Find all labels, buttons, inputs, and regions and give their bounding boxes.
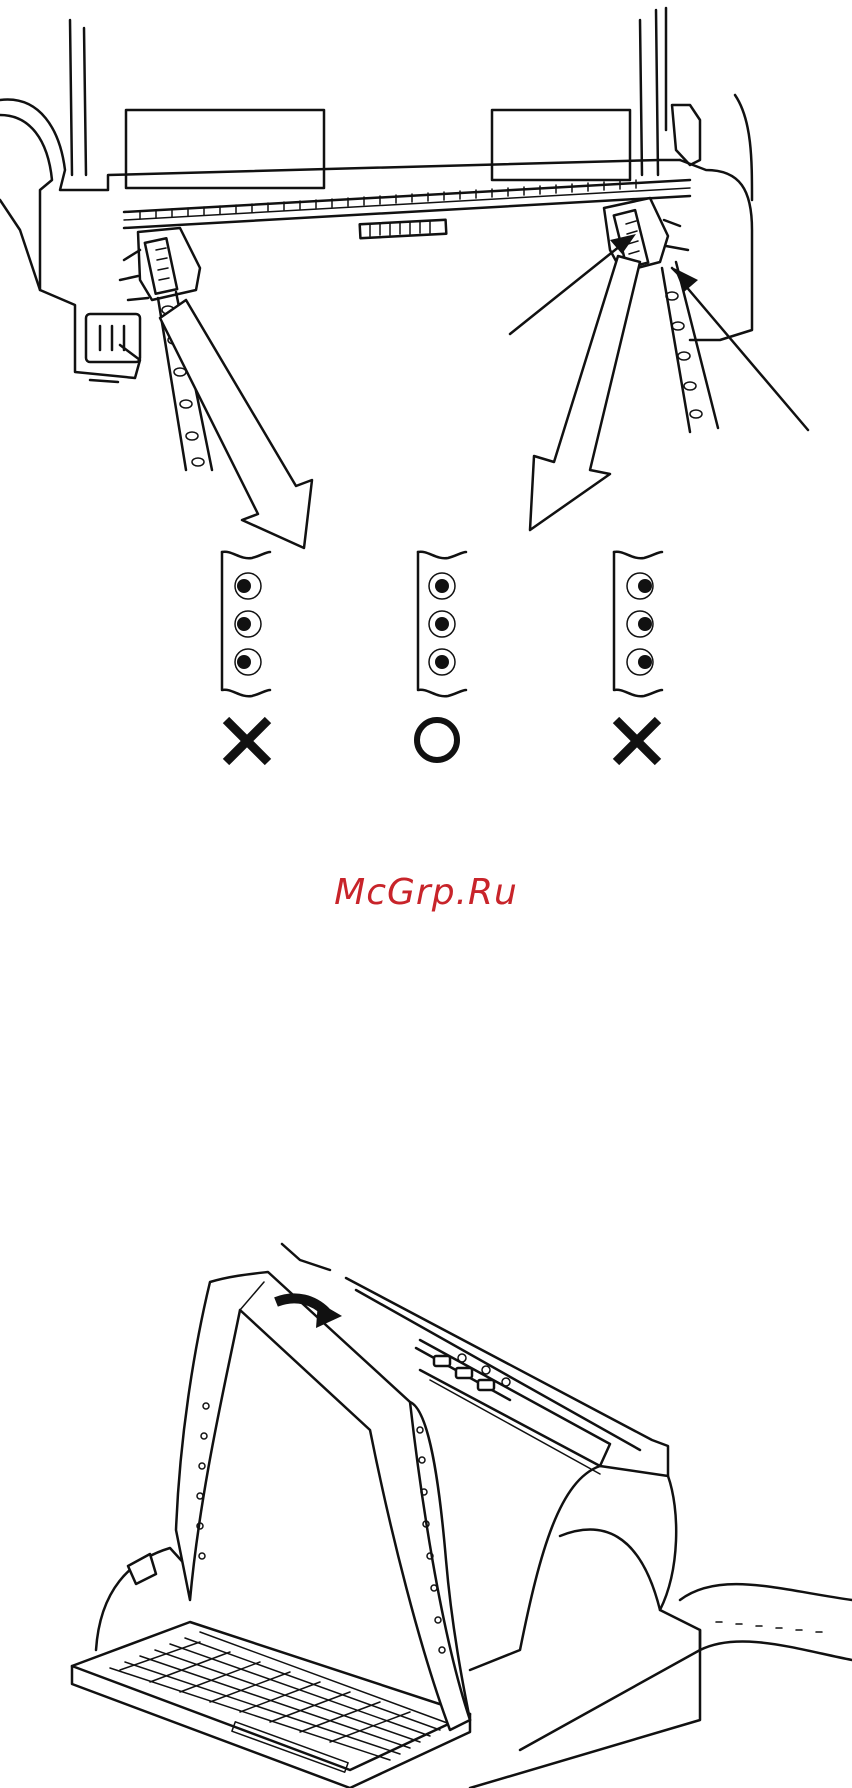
- cross-mark-icon: [226, 720, 268, 762]
- cross-mark-icon: [616, 720, 658, 762]
- left-lever: [128, 1554, 156, 1584]
- printer-right-side: [470, 1476, 700, 1788]
- printer-side-rib: [560, 1530, 660, 1610]
- printer-base-edge: [520, 1630, 700, 1750]
- printer-paper-feed-figure: [0, 1230, 852, 1788]
- sample-strip-2: [418, 552, 466, 697]
- printer-front-illustration: [0, 1230, 852, 1788]
- printer-front-curve: [470, 1466, 600, 1670]
- watermark-text: McGrp.Ru: [0, 872, 852, 913]
- tractor-alignment-figure: [0, 0, 852, 800]
- sample-strip-1: [222, 552, 270, 697]
- paper-guide-top: [282, 1244, 330, 1270]
- paper-tail: [680, 1584, 852, 1660]
- printer-cover-line: [430, 1380, 600, 1474]
- sample-strip-3: [614, 552, 662, 697]
- alignment-samples: [0, 0, 852, 800]
- circle-mark-icon: [417, 720, 457, 760]
- paper-tray: [72, 1622, 470, 1788]
